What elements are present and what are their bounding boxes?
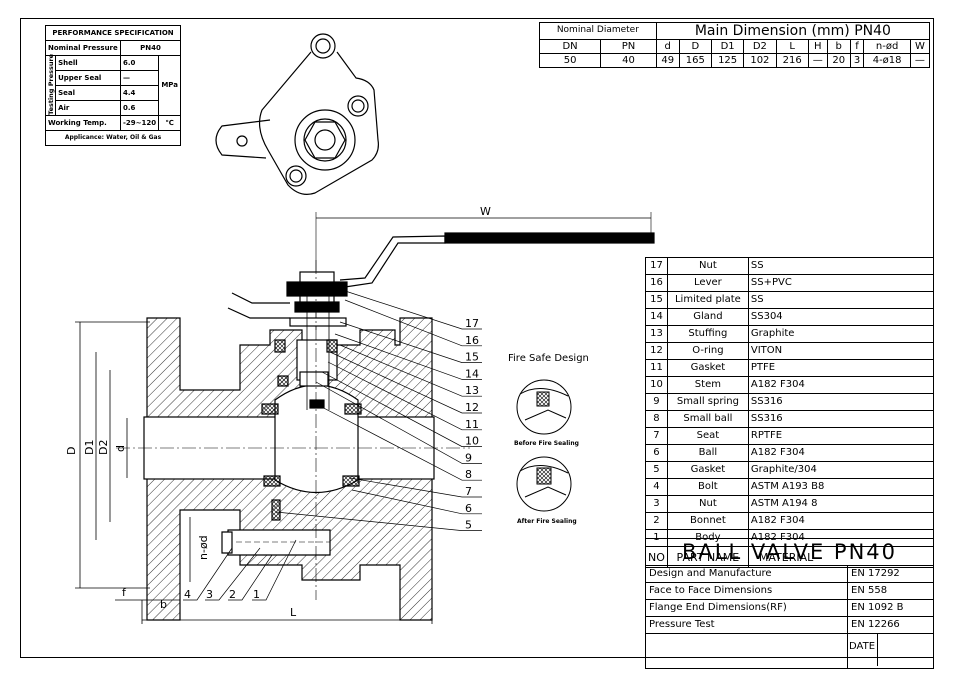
callout-number: 14 <box>465 367 479 380</box>
dimension-value-cell: 49 <box>655 53 680 68</box>
dimension-value-cell: 125 <box>710 53 745 68</box>
dimension-value-cell: — <box>909 53 931 68</box>
callout-leader <box>205 547 261 601</box>
callout-number: 12 <box>465 401 479 414</box>
before-fire-detail <box>516 379 572 435</box>
callout-leader <box>183 547 233 601</box>
dimension-value-cell: 216 <box>775 53 809 68</box>
callout-number: 15 <box>465 351 479 364</box>
callout-leader <box>335 287 482 330</box>
callout-number: 2 <box>229 588 236 601</box>
callout-leader <box>321 371 482 447</box>
dimension-lines <box>75 321 433 624</box>
callouts-right: 17 16 15 14 13 12 11 10 9 8 7 6 5 <box>275 287 482 532</box>
callout-number: 9 <box>465 451 472 464</box>
dim-b-label: b <box>160 598 167 611</box>
dim-nd-label: n-ød <box>197 535 210 560</box>
dimension-value-cell: 20 <box>826 53 851 68</box>
callout-number: 16 <box>465 334 479 347</box>
date-label: DATE <box>848 634 879 666</box>
callout-number: 13 <box>465 384 479 397</box>
callout-number: 4 <box>184 588 191 601</box>
callout-leader <box>315 381 482 464</box>
callout-leader <box>315 403 482 481</box>
callout-number: 7 <box>465 485 472 498</box>
dimension-value-cell: 4-ø18 <box>863 53 911 68</box>
before-fire-label: Before Fire Sealing <box>514 440 579 447</box>
callout-leader <box>275 511 482 531</box>
dimension-value-cell: 50 <box>538 53 602 68</box>
callout-number: 11 <box>465 418 479 431</box>
callouts-left: 4 3 2 1 <box>183 539 297 601</box>
callout-number: 10 <box>465 435 479 448</box>
callout-number: 3 <box>206 588 213 601</box>
applicance-text: Applicance: Water, Oil & Gas <box>45 130 181 146</box>
dim-f-label: f <box>122 586 127 599</box>
dim-d1-label: D1 <box>83 440 96 455</box>
after-fire-detail <box>516 456 572 512</box>
dim-d-inner-label: d <box>114 445 127 452</box>
callout-leader <box>228 554 273 601</box>
callout-leader <box>334 333 482 380</box>
callout-number: 5 <box>465 519 472 532</box>
callout-leader <box>329 351 482 414</box>
callout-leader <box>344 299 482 347</box>
dimension-table: Nominal Diameter Main Dimension (mm) PN4… <box>538 22 931 68</box>
drawing-frame <box>20 18 934 658</box>
drawing-title: BALL VALVE PN40 <box>645 538 934 566</box>
callout-leader <box>349 477 482 498</box>
callout-leader <box>252 539 297 601</box>
callout-number: 6 <box>465 502 472 515</box>
callout-number: 8 <box>465 468 472 481</box>
lever <box>227 212 655 330</box>
performance-spec-table: PERFORMANCE SPECIFICATION Nominal Pressu… <box>44 25 181 146</box>
callout-leader <box>339 344 482 397</box>
title-empty-cell <box>645 633 848 669</box>
dim-l-label: L <box>290 606 297 619</box>
dim-d-outer-label: D <box>65 447 78 455</box>
valve-section <box>116 260 470 621</box>
callout-number: 1 <box>253 588 260 601</box>
top-view <box>215 33 379 195</box>
callout-leader <box>339 321 482 363</box>
callout-leader <box>327 361 482 431</box>
dim-w-label: W <box>480 205 491 218</box>
after-fire-label: After Fire Sealing <box>517 518 577 525</box>
working-temp-unit: ℃ <box>158 115 181 131</box>
dim-d2-label: D2 <box>97 440 110 455</box>
fire-safe-title: Fire Safe Design <box>508 353 589 364</box>
callout-leader <box>351 489 482 515</box>
callout-number: 17 <box>465 317 479 330</box>
